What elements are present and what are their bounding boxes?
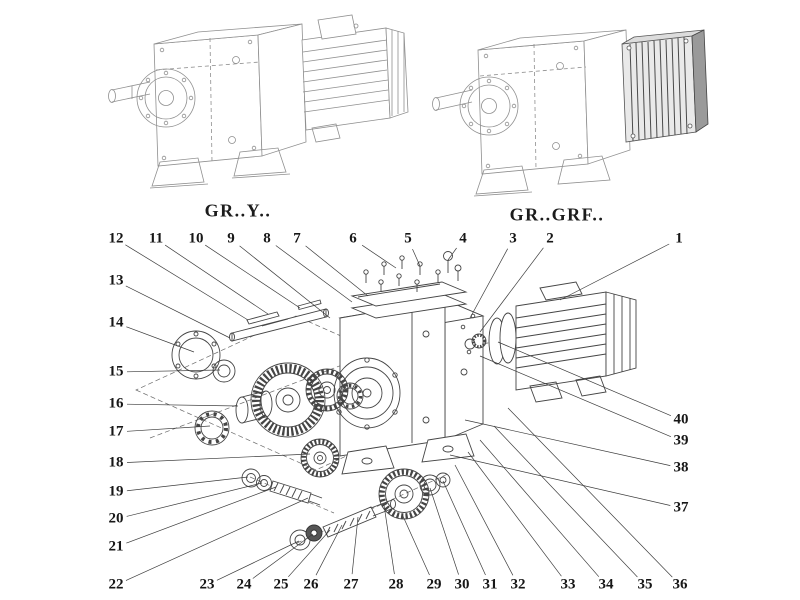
callout-25: 25: [273, 576, 289, 593]
leader-line-1: [559, 243, 670, 301]
leader-line-18: [126, 453, 311, 463]
leader-line-40: [497, 341, 672, 417]
callout-5: 5: [404, 230, 412, 247]
leader-line-26: [315, 524, 343, 576]
callout-3: 3: [509, 230, 517, 247]
leader-line-38: [464, 419, 671, 466]
output-shaft-assembly: [171, 299, 364, 446]
callout-14: 14: [108, 314, 124, 331]
callout-20: 20: [108, 510, 124, 527]
gear-reducer-drawing-right: [432, 29, 709, 197]
leader-line-7: [305, 245, 369, 297]
callout-10: 10: [188, 230, 204, 247]
callout-29: 29: [426, 576, 442, 593]
callout-23: 23: [199, 576, 215, 593]
callout-24: 24: [236, 576, 252, 593]
exploded-view: [135, 251, 637, 551]
callout-32: 32: [510, 576, 526, 593]
leader-line-5: [412, 248, 421, 267]
leader-line-4: [447, 247, 457, 261]
callout-34: 34: [598, 576, 614, 593]
leader-line-30: [429, 487, 459, 575]
callout-9: 9: [227, 230, 235, 247]
callout-38: 38: [673, 459, 689, 476]
leader-line-23: [216, 540, 300, 581]
callout-11: 11: [148, 230, 164, 247]
callout-1: 1: [675, 230, 683, 247]
leader-line-36: [507, 407, 673, 578]
leader-line-31: [442, 480, 486, 576]
leader-line-8: [275, 245, 353, 303]
leader-line-6: [361, 244, 397, 269]
leader-line-21: [126, 486, 277, 544]
leader-line-19: [126, 476, 249, 492]
callout-39: 39: [673, 432, 689, 449]
callout-2: 2: [546, 230, 554, 247]
intermediate-pinion-assembly: [241, 438, 340, 506]
callout-40: 40: [673, 411, 689, 428]
callout-33: 33: [560, 576, 576, 593]
callout-28: 28: [388, 576, 404, 593]
callout-37: 37: [673, 499, 689, 516]
leader-line-27: [351, 516, 359, 575]
leader-line-32: [454, 464, 514, 576]
leader-line-10: [205, 244, 301, 309]
variant-title-right: GR..GRF..: [509, 204, 605, 225]
leader-line-28: [383, 504, 395, 575]
gearmotor-drawing-left: [108, 14, 409, 189]
leader-line-37: [449, 454, 671, 506]
leader-line-39: [479, 355, 672, 438]
top-cover-assembly: [350, 251, 468, 319]
leader-line-3: [469, 248, 509, 319]
callout-30: 30: [454, 576, 470, 593]
leader-line-25: [288, 529, 331, 578]
leader-line-14: [126, 326, 195, 353]
variant-title-left: GR..Y..: [204, 200, 272, 221]
leader-line-13: [125, 285, 231, 339]
callout-13: 13: [108, 272, 124, 289]
callout-16: 16: [108, 395, 124, 412]
leader-line-33: [467, 451, 562, 577]
callout-18: 18: [108, 454, 124, 471]
callout-4: 4: [459, 230, 467, 247]
callout-6: 6: [349, 230, 357, 247]
callout-19: 19: [108, 483, 124, 500]
leader-line-29: [401, 513, 430, 576]
leader-line-22: [125, 497, 309, 581]
callout-35: 35: [637, 576, 653, 593]
leader-line-15: [126, 369, 221, 373]
countershaft-assembly: [289, 468, 451, 551]
leader-line-11: [164, 244, 269, 315]
callout-12: 12: [108, 230, 124, 247]
leader-line-34: [479, 439, 600, 577]
callout-36: 36: [672, 576, 688, 593]
gear-housing: [333, 299, 485, 475]
callout-15: 15: [108, 363, 124, 380]
callout-17: 17: [108, 423, 124, 440]
callout-7: 7: [293, 230, 301, 247]
callout-31: 31: [482, 576, 498, 593]
leader-line-17: [126, 425, 211, 432]
leader-line-2: [479, 247, 544, 333]
leader-line-20: [126, 482, 263, 517]
leader-line-35: [493, 425, 638, 578]
leader-lines: [125, 243, 673, 581]
leader-line-12: [125, 244, 249, 321]
callout-21: 21: [108, 538, 124, 555]
leader-line-9: [239, 245, 331, 319]
callout-8: 8: [263, 230, 271, 247]
motor: [460, 281, 637, 403]
leader-line-24: [252, 533, 314, 579]
callout-22: 22: [108, 576, 124, 593]
callout-27: 27: [343, 576, 359, 593]
callout-26: 26: [303, 576, 319, 593]
leader-line-16: [126, 403, 239, 407]
